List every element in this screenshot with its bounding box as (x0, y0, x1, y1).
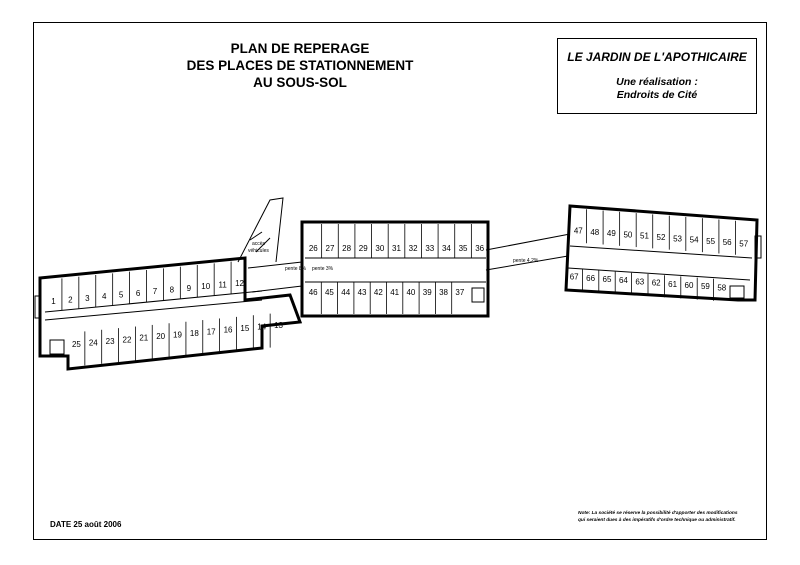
project-name: LE JARDIN DE L'APOTHICAIRE (567, 50, 747, 64)
parking-spot-66: 66 (586, 274, 595, 283)
parking-spot-7: 7 (153, 287, 158, 296)
parking-spot-15: 15 (240, 324, 249, 333)
title-line-2: DES PLACES DE STATIONNEMENT (186, 58, 414, 73)
parking-spot-58: 58 (717, 283, 726, 292)
parking-spot-6: 6 (136, 289, 141, 298)
parking-spot-40: 40 (406, 288, 415, 297)
parking-spot-5: 5 (119, 291, 124, 300)
parking-spot-33: 33 (425, 244, 434, 253)
parking-spot-37: 37 (455, 288, 464, 297)
parking-spot-45: 45 (325, 288, 334, 297)
parking-spot-29: 29 (359, 244, 368, 253)
parking-spot-49: 49 (607, 229, 616, 238)
parking-spot-25: 25 (72, 340, 81, 349)
parking-spot-63: 63 (635, 277, 644, 286)
slope-label-mid: pente 3% (312, 266, 334, 272)
parking-spot-12: 12 (235, 279, 244, 288)
parking-spot-3: 3 (85, 294, 90, 303)
parking-spot-38: 38 (439, 288, 448, 297)
parking-spot-10: 10 (201, 282, 210, 291)
parking-spot-65: 65 (603, 275, 612, 284)
parking-spot-36: 36 (475, 244, 484, 253)
parking-spot-23: 23 (106, 337, 115, 346)
parking-spot-52: 52 (657, 233, 666, 242)
parking-spot-11: 11 (218, 281, 227, 290)
plan-title: PLAN DE REPERAGE DES PLACES DE STATIONNE… (160, 40, 440, 91)
access-label-2: véhicules (248, 248, 269, 254)
drawing-frame (33, 22, 767, 540)
title-line-3: AU SOUS-SOL (253, 75, 347, 90)
parking-spot-20: 20 (156, 332, 165, 341)
parking-spot-62: 62 (652, 279, 661, 288)
parking-spot-41: 41 (390, 288, 399, 297)
date-label: DATE 25 août 2006 (50, 520, 122, 529)
access-label-1: accès (252, 241, 266, 247)
parking-spot-2: 2 (68, 296, 73, 305)
parking-spot-60: 60 (685, 281, 694, 290)
parking-spot-51: 51 (640, 232, 649, 241)
slope-label-left: pente 8% (285, 266, 307, 272)
left-block-outline (38, 256, 303, 371)
parking-spot-59: 59 (701, 282, 710, 291)
parking-spot-46: 46 (309, 288, 318, 297)
parking-spot-56: 56 (723, 238, 732, 247)
parking-spot-48: 48 (590, 228, 599, 237)
slope-label-right: pente 4.2% (513, 258, 539, 264)
parking-spot-9: 9 (187, 284, 192, 293)
middle-block-outline (300, 220, 490, 318)
disclaimer-note: Note: La société se réserve la possibili… (578, 511, 768, 524)
parking-spot-42: 42 (374, 288, 383, 297)
parking-spot-14: 14 (257, 322, 266, 331)
parking-spot-30: 30 (375, 244, 384, 253)
parking-spot-55: 55 (706, 237, 715, 246)
parking-spot-53: 53 (673, 234, 682, 243)
parking-spot-50: 50 (623, 230, 632, 239)
parking-spot-26: 26 (309, 244, 318, 253)
title-line-1: PLAN DE REPERAGE (230, 41, 370, 56)
parking-spot-27: 27 (326, 244, 335, 253)
note-label: Note: (578, 511, 591, 516)
parking-spot-8: 8 (170, 286, 175, 295)
parking-spot-39: 39 (423, 288, 432, 297)
parking-spot-4: 4 (102, 292, 107, 301)
parking-spot-35: 35 (459, 244, 468, 253)
parking-spot-61: 61 (668, 280, 677, 289)
parking-spot-13: 13 (274, 321, 283, 330)
parking-spot-24: 24 (89, 339, 98, 348)
parking-spot-18: 18 (190, 329, 199, 338)
parking-spot-64: 64 (619, 276, 628, 285)
parking-spot-54: 54 (690, 236, 699, 245)
parking-spot-34: 34 (442, 244, 451, 253)
parking-spot-21: 21 (139, 334, 148, 343)
parking-spot-32: 32 (409, 244, 418, 253)
note-text-2: qui seraient dues à des impératifs d'ord… (578, 517, 736, 523)
credit-line-1: Une réalisation : (616, 76, 698, 88)
credit-line-2: Endroits de Cité (616, 89, 698, 101)
project-info-box: LE JARDIN DE L'APOTHICAIRE Une réalisati… (557, 38, 757, 114)
parking-spot-22: 22 (123, 335, 132, 344)
parking-spot-19: 19 (173, 331, 182, 340)
parking-spot-47: 47 (574, 227, 583, 236)
parking-spot-67: 67 (570, 273, 579, 282)
parking-spot-31: 31 (392, 244, 401, 253)
parking-spot-43: 43 (358, 288, 367, 297)
parking-spot-17: 17 (207, 327, 216, 336)
right-block-outline (564, 204, 759, 302)
note-text-1: La société se réserve la possibilité d'a… (591, 511, 738, 516)
parking-spot-44: 44 (341, 288, 350, 297)
parking-spot-57: 57 (739, 239, 748, 248)
parking-spot-28: 28 (342, 244, 351, 253)
parking-spot-1: 1 (51, 297, 56, 306)
parking-spot-16: 16 (224, 326, 233, 335)
